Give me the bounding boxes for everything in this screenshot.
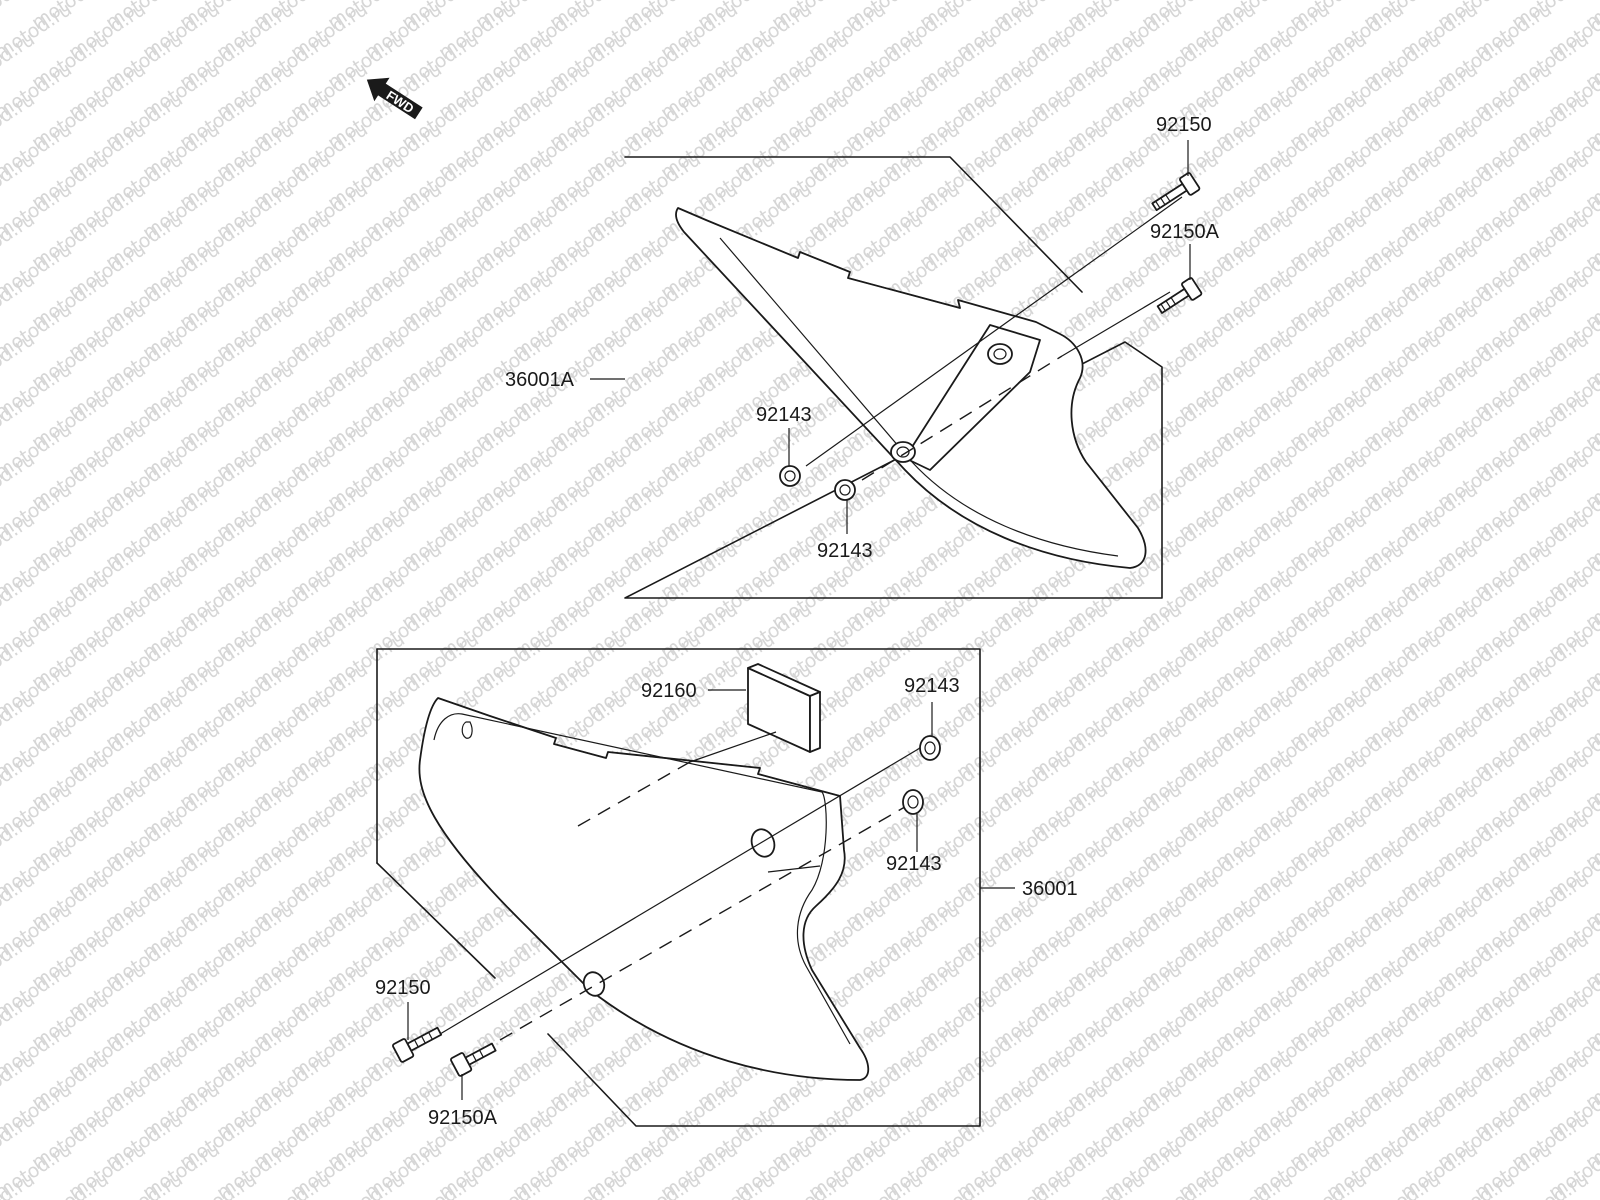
upper-washer-2 bbox=[834, 479, 856, 501]
label-lower-92150a: 92150A bbox=[428, 1107, 498, 1129]
lower-axis-bolt-b-hidden bbox=[499, 803, 911, 1041]
lower-washer-2 bbox=[902, 789, 924, 815]
label-lower-92143-b: 92143 bbox=[886, 853, 942, 875]
lower-side-cover bbox=[418, 697, 870, 1081]
label-upper-92143-b: 92143 bbox=[817, 540, 873, 562]
lower-washer-1 bbox=[919, 735, 941, 761]
upper-grommet-top bbox=[987, 343, 1013, 365]
lower-cover-slot bbox=[461, 721, 473, 739]
label-lower-92150: 92150 bbox=[375, 977, 431, 999]
upper-axis-bolt-b-hidden bbox=[861, 355, 1063, 481]
lower-axis-mark bbox=[767, 865, 821, 873]
lower-mount-hole-upper bbox=[750, 828, 776, 858]
lower-pad-axis bbox=[689, 731, 777, 763]
upper-cover-inner-edge bbox=[719, 237, 1119, 557]
upper-cover-rib bbox=[705, 219, 961, 309]
upper-frame bbox=[624, 156, 1163, 599]
upper-axis-bolt-a bbox=[805, 196, 1183, 467]
lower-bolt-92150 bbox=[392, 1026, 443, 1063]
upper-grommet-top-hole bbox=[993, 348, 1007, 360]
upper-axis-bolt-b bbox=[1061, 291, 1171, 357]
upper-side-cover bbox=[675, 207, 1147, 569]
lower-bolt-92150a bbox=[450, 1042, 497, 1077]
lower-axis-bolt-a bbox=[429, 747, 921, 1041]
label-upper-92150a: 92150A bbox=[1150, 221, 1220, 243]
upper-grommet-bottom-hole bbox=[896, 446, 910, 458]
lower-cover-inner-edge bbox=[433, 713, 851, 1045]
lower-cover-top-rib bbox=[437, 697, 841, 797]
label-upper-92143-a: 92143 bbox=[756, 404, 812, 426]
label-36001a: 36001A bbox=[505, 369, 575, 391]
label-upper-92150: 92150 bbox=[1156, 114, 1212, 136]
upper-bolt-92150a bbox=[1156, 277, 1203, 314]
upper-bolt-92150 bbox=[1151, 172, 1201, 212]
label-36001: 36001 bbox=[1022, 878, 1078, 900]
label-92160: 92160 bbox=[641, 680, 697, 702]
upper-grommet-bottom bbox=[890, 441, 916, 463]
label-lower-92143-a: 92143 bbox=[904, 675, 960, 697]
lower-assembly: 92160 92143 92143 36001 92150 92150A bbox=[375, 648, 1078, 1129]
upper-assembly: 36001A 92150 92150A 92143 92143 bbox=[505, 114, 1220, 599]
lower-pad-92160 bbox=[747, 663, 821, 753]
upper-washer-1 bbox=[779, 465, 801, 487]
